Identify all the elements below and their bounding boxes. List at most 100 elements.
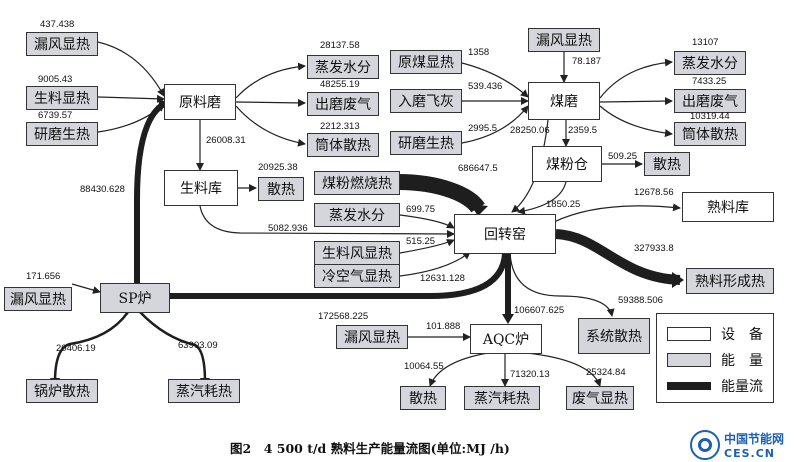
value-raw-shell: 2212.313 xyxy=(320,121,360,132)
energy-aqc-leak-air: 漏风显热 xyxy=(336,325,408,349)
energy-sp-leak-air: 漏风显热 xyxy=(4,287,72,311)
value-sp-to-raw: 88430.628 xyxy=(80,184,125,195)
value-kiln-evap: 699.75 xyxy=(406,204,436,215)
arrow-clinker-silo xyxy=(553,203,681,223)
legend-flow-label: 能量流 xyxy=(721,379,763,395)
value-sp-leak-air: 171.656 xyxy=(26,271,61,282)
legend-energy: 能 量 xyxy=(667,350,763,370)
value-clinker-silo: 12678.56 xyxy=(634,187,674,198)
value-raw-meal-heat: 9005.43 xyxy=(38,74,73,85)
arrow-raw-exhaust xyxy=(235,98,306,107)
legend: 设 备 能 量 能量流 xyxy=(656,313,774,403)
arrowhead-kiln-aqc xyxy=(502,314,514,324)
energy-waste-gas: 废气显热 xyxy=(566,386,634,410)
arrow-raw-evap xyxy=(235,62,306,99)
arrow-coal-shell xyxy=(599,105,673,138)
energy-silo-loss: 散热 xyxy=(258,177,304,201)
value-meal-air-heat: 515.25 xyxy=(406,236,436,247)
arrow-silo-to-kiln xyxy=(199,205,455,238)
node-raw-silo: 生料库 xyxy=(164,170,238,206)
arrow-bin-to-kiln xyxy=(517,181,567,215)
legend-energy-label: 能 量 xyxy=(721,353,763,369)
value-bin-loss: 509.25 xyxy=(608,151,638,162)
legend-energy-swatch xyxy=(667,353,711,367)
energy-raw-shell: 筒体散热 xyxy=(307,133,379,157)
flow-clinker-heat xyxy=(555,229,681,285)
energy-coal-evap: 蒸发水分 xyxy=(674,51,746,75)
value-kiln-to-aqc: 106607.625 xyxy=(514,305,565,316)
energy-coal-fly-ash: 入磨飞灰 xyxy=(390,89,462,113)
energy-raw-evap: 蒸发水分 xyxy=(307,55,379,79)
energy-steam-aqc: 蒸汽耗热 xyxy=(464,386,540,410)
node-clinker-silo: 熟料库 xyxy=(682,192,774,222)
energy-system-loss: 系统散热 xyxy=(578,318,650,354)
value-coal-combustion: 686647.5 xyxy=(458,163,498,174)
energy-coal-exhaust: 出磨废气 xyxy=(674,89,746,113)
site-logo: 中国节能网 CES.CN xyxy=(690,428,794,462)
value-coal-to-bin: 2359.5 xyxy=(568,125,598,136)
logo-name: 中国节能网 xyxy=(724,432,785,446)
energy-raw-leak-air: 漏风显热 xyxy=(26,32,98,56)
value-aqc-loss: 10064.55 xyxy=(404,361,444,372)
energy-cold-air-heat: 冷空气显热 xyxy=(314,264,400,288)
value-coal-raw-heat: 1358 xyxy=(468,47,490,58)
flow-sp-to-boiler xyxy=(53,311,130,383)
legend-equipment-label: 设 备 xyxy=(721,327,763,343)
energy-coal-raw-heat: 原煤显热 xyxy=(390,50,462,74)
value-raw-exhaust: 48255.19 xyxy=(320,79,360,90)
value-coal-shell: 10319.44 xyxy=(690,111,730,122)
value-kiln-to-sp: 172568.225 xyxy=(318,311,369,322)
arrow-sp-leak xyxy=(71,283,101,294)
node-sp-furnace: SP炉 xyxy=(100,283,170,313)
value-raw-grind-heat: 6739.57 xyxy=(38,110,73,121)
logo-icon xyxy=(690,430,720,460)
arrow-raw-shell xyxy=(235,105,306,147)
value-steam-aqc: 71320.13 xyxy=(510,369,550,380)
arrowhead-coal-combustion xyxy=(470,204,488,216)
arrow-raw-leak-air xyxy=(97,41,165,97)
arrow-kiln-evap xyxy=(399,214,455,229)
energy-aqc-loss: 散热 xyxy=(400,386,446,410)
energy-raw-exhaust: 出磨废气 xyxy=(307,92,379,116)
node-aqc-furnace: AQC炉 xyxy=(470,324,542,354)
node-raw-mill: 原料磨 xyxy=(164,84,236,120)
energy-coal-grind-heat: 研磨生热 xyxy=(390,131,462,155)
value-waste-gas: 25324.84 xyxy=(586,367,626,378)
value-silo-loss: 20925.38 xyxy=(258,162,298,173)
value-system-loss: 59388.506 xyxy=(618,295,663,306)
value-coal-exhaust: 7433.25 xyxy=(692,76,727,87)
energy-coal-combustion: 煤粉燃烧热 xyxy=(314,171,400,195)
legend-equipment-swatch xyxy=(667,327,711,341)
value-coal-leak-air: 78.187 xyxy=(572,56,602,67)
thick-energy-flows xyxy=(53,101,681,383)
value-raw-leak-air: 437.438 xyxy=(40,19,75,30)
arrow-coal-grind xyxy=(461,105,529,144)
legend-equipment: 设 备 xyxy=(667,324,763,344)
arrowhead-clinker-heat xyxy=(672,272,684,288)
value-raw-evap: 28137.58 xyxy=(320,40,360,51)
legend-flow: 能量流 xyxy=(667,376,763,396)
arrow-coal-raw xyxy=(457,61,529,98)
value-aqc-leak-air: 101.888 xyxy=(426,321,461,332)
value-coal-evap: 13107 xyxy=(692,37,719,48)
arrow-cold-air xyxy=(399,251,471,277)
energy-raw-meal-heat: 生料显热 xyxy=(26,86,98,110)
energy-clinker-heat: 熟料形成热 xyxy=(686,268,774,294)
energy-boiler-loss: 锅炉散热 xyxy=(26,379,98,403)
value-boiler-loss: 20406.19 xyxy=(56,343,96,354)
arrow-meal-air xyxy=(399,239,455,254)
value-silo-to-kiln: 5082.936 xyxy=(268,223,308,234)
value-steam-sp: 63903.09 xyxy=(178,340,218,351)
value-bin-to-kiln: 1850.25 xyxy=(546,199,581,210)
flow-coal-combustion xyxy=(397,174,485,213)
node-coal-bin: 煤粉仓 xyxy=(532,146,602,182)
value-coal-to-kiln: 28250.06 xyxy=(510,125,550,136)
energy-kiln-evap: 蒸发水分 xyxy=(314,203,400,227)
figure-caption: 图2 4 500 t/d 熟料生产能量流图(单位:MJ /h) xyxy=(230,441,510,456)
arrow-coal-evap xyxy=(599,58,673,99)
value-coal-fly-ash: 539.436 xyxy=(468,81,503,92)
energy-bin-loss: 散热 xyxy=(644,152,690,176)
arrow-coal-exhaust xyxy=(599,97,673,106)
flow-kiln-to-sp xyxy=(170,253,508,299)
